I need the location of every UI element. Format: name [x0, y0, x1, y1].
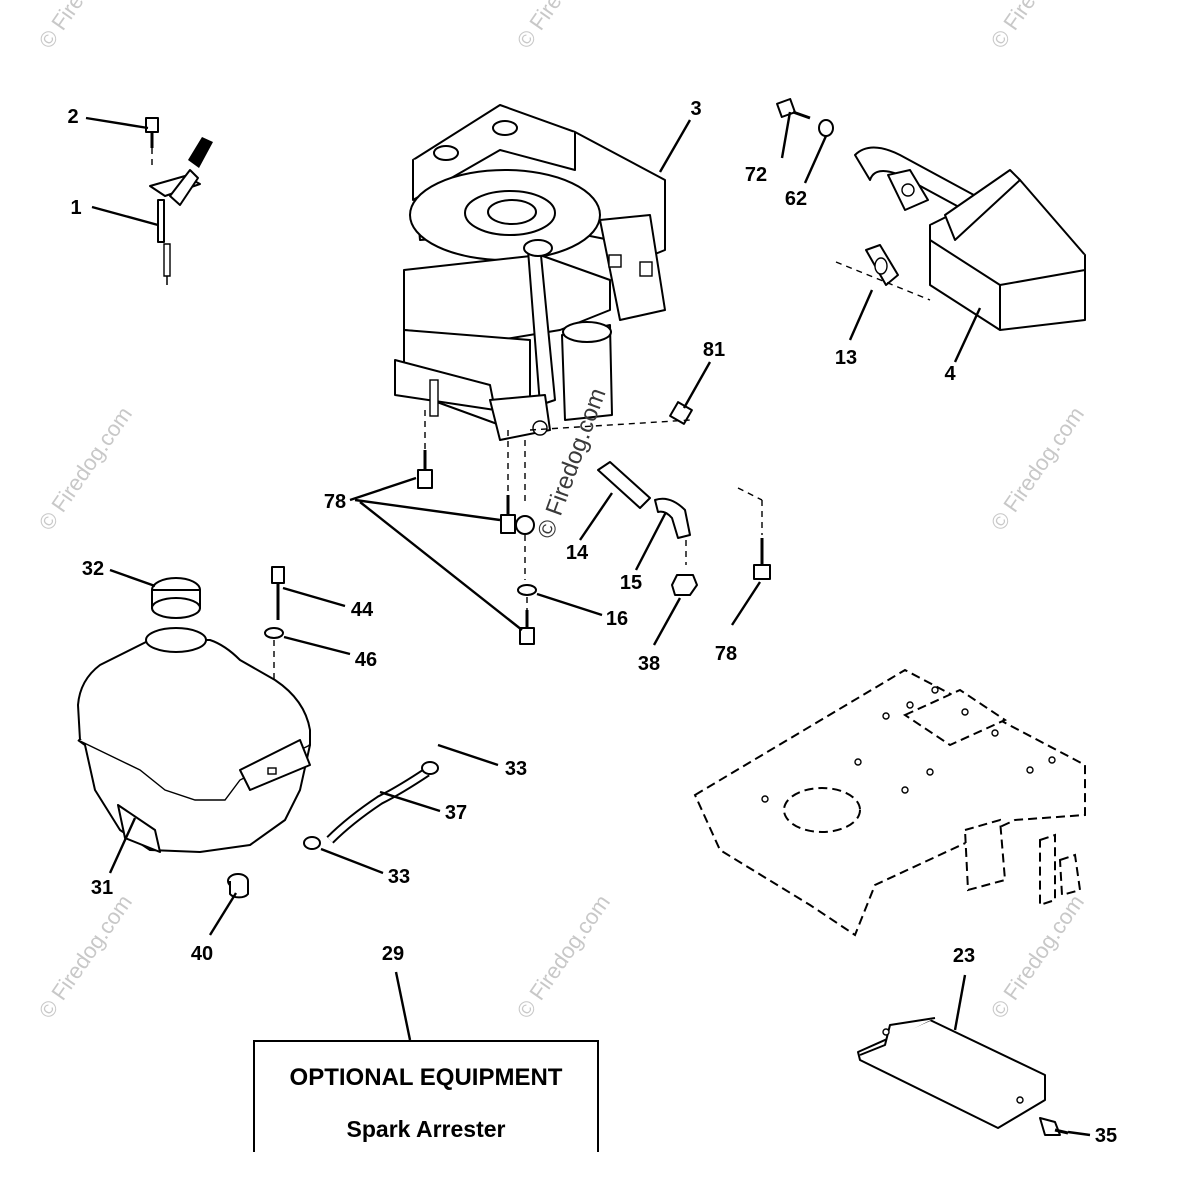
- callout-13: 13: [835, 347, 857, 369]
- leader-lines: [85, 111, 1091, 1137]
- callout-32: 32: [82, 558, 104, 580]
- optional-equipment-title: OPTIONAL EQUIPMENT: [289, 1064, 563, 1091]
- callout-35: 35: [1095, 1125, 1117, 1147]
- callout-78-right: 78: [715, 643, 737, 665]
- spark-arrester-shield: [857, 1017, 1069, 1136]
- callout-3: 3: [690, 98, 701, 120]
- watermark: © Firedog.com: [986, 890, 1089, 1023]
- callout-29: 29: [382, 943, 404, 965]
- callout-46: 46: [355, 649, 377, 671]
- watermark: © Firedog.com: [34, 890, 137, 1023]
- watermark: © Firedog.com: [34, 0, 137, 53]
- callout-labels: 1 2 3 4 13 14 15 16 23 29 31 32 33 33 35…: [67, 98, 1117, 1147]
- callout-62: 62: [785, 188, 807, 210]
- optional-equipment-box: OPTIONAL EQUIPMENT Spark Arrester: [253, 1040, 599, 1152]
- callout-81: 81: [703, 339, 725, 361]
- callout-1: 1: [70, 197, 81, 219]
- callout-44: 44: [351, 599, 374, 621]
- callout-33-upper: 33: [505, 758, 527, 780]
- watermark: © Firedog.com: [986, 402, 1089, 535]
- watermark: © Firedog.com: [512, 890, 615, 1023]
- fuel-tank-assembly: [77, 566, 311, 899]
- watermark: © Firedog.com: [986, 0, 1089, 53]
- callout-16: 16: [606, 608, 628, 630]
- callout-40: 40: [191, 943, 213, 965]
- callout-14: 14: [566, 542, 589, 564]
- callout-2: 2: [67, 106, 78, 128]
- watermark: © Firedog.com: [512, 0, 615, 53]
- fuel-line: [303, 761, 439, 850]
- callout-33-lower: 33: [388, 866, 410, 888]
- callout-78-left: 78: [324, 491, 346, 513]
- throttle-control: [145, 117, 213, 285]
- engine: [394, 104, 666, 441]
- callout-37: 37: [445, 802, 467, 824]
- callout-23: 23: [953, 945, 975, 967]
- callout-38: 38: [638, 653, 660, 675]
- engine-hardware: [417, 401, 771, 645]
- muffler-assembly: [776, 98, 1086, 331]
- callout-4: 4: [944, 363, 956, 385]
- callout-72: 72: [745, 164, 767, 186]
- callout-15: 15: [620, 572, 642, 594]
- chassis-frame: [693, 668, 1086, 937]
- optional-equipment-subtitle: Spark Arrester: [346, 1116, 506, 1142]
- watermark: © Firedog.com: [34, 402, 137, 535]
- callout-31: 31: [91, 877, 113, 899]
